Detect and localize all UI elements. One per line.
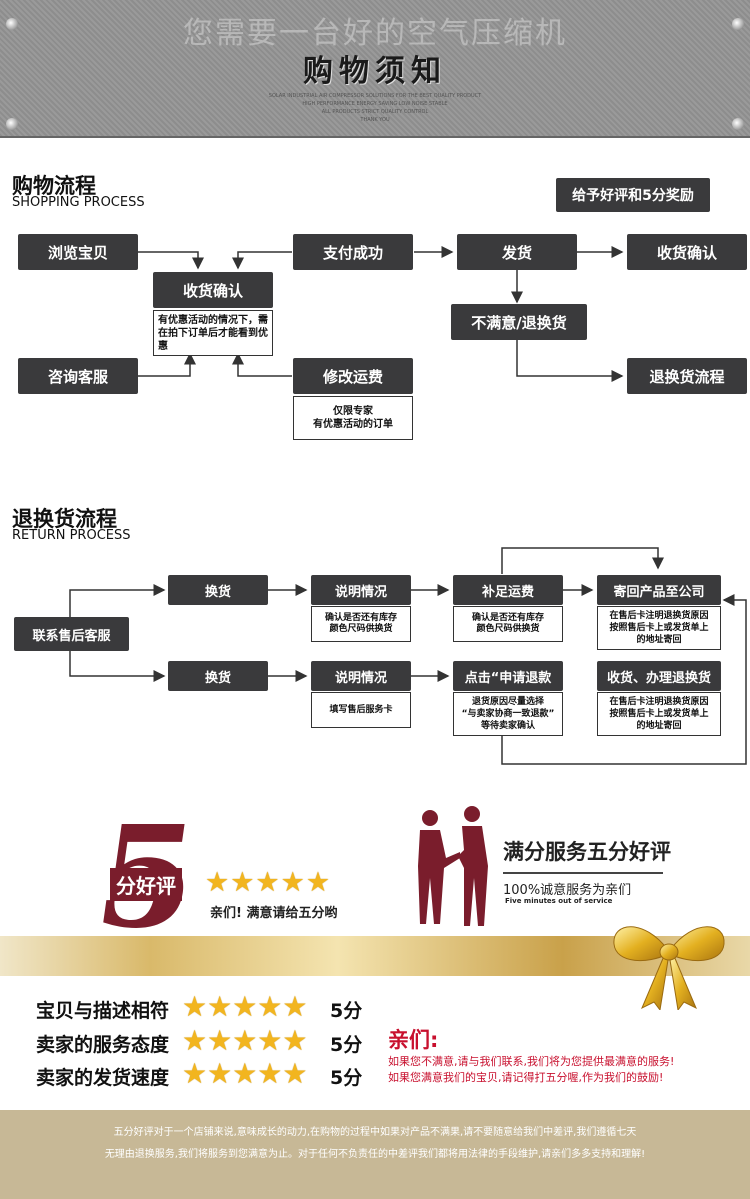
note-line: 按照售后卡上或发货单上	[609, 709, 709, 719]
banner-fineprint-2: HIGH PERFORMANCE ENERGY SAVING LOW NOISE…	[302, 101, 448, 107]
note-line: “与卖家协商一致退款”	[461, 709, 555, 719]
modify-box: 修改运费	[293, 358, 413, 394]
service-title: 满分服务五分好评	[503, 840, 671, 864]
rivet-icon	[6, 118, 18, 130]
footer-line-2: 无理由退换服务,我们将服务到您满意为止。对于任何不负责任的中差评我们都将用法律的…	[104, 1149, 646, 1160]
r1-explain-box: 说明情况	[311, 575, 411, 605]
rating-value: 5分	[330, 1034, 363, 1056]
return-title: 退换货流程	[12, 507, 117, 531]
reward-box: 给予好评和5分奖励	[556, 178, 710, 212]
service-sub: 100%诚意服务为亲们	[503, 883, 632, 898]
footer-banner: 五分好评对于一个店铺来说,意味成长的动力,在购物的过程中如果对产品不满果,请不要…	[0, 1110, 750, 1199]
rivet-icon	[732, 118, 744, 130]
note-line: 确认是否还有库存	[324, 613, 397, 623]
award-sub: 亲们! 满意请给五分哟	[210, 906, 338, 921]
r1-sendback-box: 寄回产品至公司	[597, 575, 721, 605]
rating-label: 卖家的服务态度	[36, 1034, 170, 1056]
r1-sendback-note: 在售后卡注明退换货原因 按照售后卡上或发货单上 的地址寄回	[597, 606, 721, 650]
r1-supply-box: 补足运费	[453, 575, 563, 605]
note-line: 颜色尺码供换货	[476, 624, 540, 634]
consult-box: 咨询客服	[18, 358, 138, 394]
modify-note: 仅限专家 有优惠活动的订单	[293, 396, 413, 440]
rating-stars: ★★★★★	[182, 1024, 308, 1057]
return-title-en: RETURN PROCESS	[12, 528, 131, 543]
confirm-box: 收货确认	[153, 272, 273, 308]
shopping-arrows	[138, 246, 624, 382]
shopping-title: 购物流程	[12, 174, 96, 198]
ship-box: 发货	[457, 234, 577, 270]
handshake-icon	[418, 806, 488, 926]
r2-apply-note: 退货原因尽量选择 “与卖家协商一致退款” 等待卖家确认	[453, 692, 563, 736]
dear-title: 亲们:	[388, 1028, 439, 1052]
pay-box: 支付成功	[293, 234, 413, 270]
rating-stars: ★★★★★	[182, 1057, 308, 1090]
footer-line-1: 五分好评对于一个店铺来说,意味成长的动力,在购物的过程中如果对产品不满果,请不要…	[113, 1127, 637, 1138]
r2-explain-note: 填写售后服务卡	[311, 692, 411, 728]
return-flow-box: 退换货流程	[627, 358, 747, 394]
r1-exchange-box: 换货	[168, 575, 268, 605]
r1-supply-note: 确认是否还有库存 颜色尺码供换货	[453, 606, 563, 642]
contact-box: 联系售后客服	[14, 617, 129, 651]
confirm-note: 有优惠活动的情况下，需在拍下订单后才能看到优惠	[153, 310, 273, 356]
banner-fineprint-4: THANK YOU	[360, 117, 390, 123]
note-line: 颜色尺码供换货	[329, 624, 393, 634]
rating-value: 5分	[330, 1000, 363, 1022]
service-divider	[503, 872, 663, 874]
r2-handle-note: 在售后卡注明退换货原因 按照售后卡上或发货单上 的地址寄回	[597, 692, 721, 736]
rating-label: 宝贝与描述相符	[36, 1000, 170, 1022]
r1-explain-note: 确认是否还有库存 颜色尺码供换货	[311, 606, 411, 642]
header-banner: 您需要一台好的空气压缩机 购物须知 SOLAR INDUSTRIAL AIR C…	[0, 0, 750, 138]
rating-label: 卖家的发货速度	[36, 1067, 170, 1089]
note-line: 在售后卡注明退换货原因	[609, 611, 709, 621]
browse-box: 浏览宝贝	[18, 234, 138, 270]
banner-title: 购物须知	[303, 54, 447, 89]
service-en: Five minutes out of service	[505, 897, 613, 905]
dear-line-2: 如果您满意我们的宝贝,请记得打五分喔,作为我们的鼓励!	[388, 1071, 664, 1084]
r2-exchange-box: 换货	[168, 661, 268, 691]
return-arrows	[69, 547, 747, 765]
receive-box: 收货确认	[627, 234, 747, 270]
note-line: 确认是否还有库存	[471, 613, 544, 623]
rating-stars: ★★★★★	[182, 990, 308, 1023]
modify-note-line: 仅限专家	[333, 406, 373, 417]
note-line: 按照售后卡上或发货单上	[609, 623, 709, 633]
note-line: 的地址寄回	[636, 721, 682, 731]
bow-icon	[613, 926, 725, 1010]
r2-explain-box: 说明情况	[311, 661, 411, 691]
note-line: 的地址寄回	[636, 635, 682, 645]
r2-handle-box: 收货、办理退换货	[597, 661, 721, 691]
rivet-icon	[6, 18, 18, 30]
banner-tagline: 您需要一台好的空气压缩机	[183, 16, 567, 51]
note-line: 在售后卡注明退换货原因	[609, 697, 709, 707]
rating-value: 5分	[330, 1067, 363, 1089]
shopping-title-en: SHOPPING PROCESS	[12, 195, 145, 210]
modify-note-line: 有优惠活动的订单	[313, 419, 393, 430]
dear-line-1: 如果您不满意,请与我们联系,我们将为您提供最满意的服务!	[388, 1055, 675, 1068]
five-label: 分好评	[110, 868, 182, 901]
rivet-icon	[732, 18, 744, 30]
note-line: 等待卖家确认	[480, 721, 535, 731]
unsatisfied-box: 不满意/退换货	[451, 304, 587, 340]
note-line: 退货原因尽量选择	[471, 697, 544, 707]
banner-fineprint-3: ALL PRODUCTS STRICT QUALITY CONTROL	[321, 109, 429, 115]
r2-apply-box: 点击“申请退款	[453, 661, 563, 691]
banner-fineprint-1: SOLAR INDUSTRIAL AIR COMPRESSOR SOLUTION…	[268, 93, 482, 99]
award-stars: ★★★★★	[205, 867, 332, 898]
